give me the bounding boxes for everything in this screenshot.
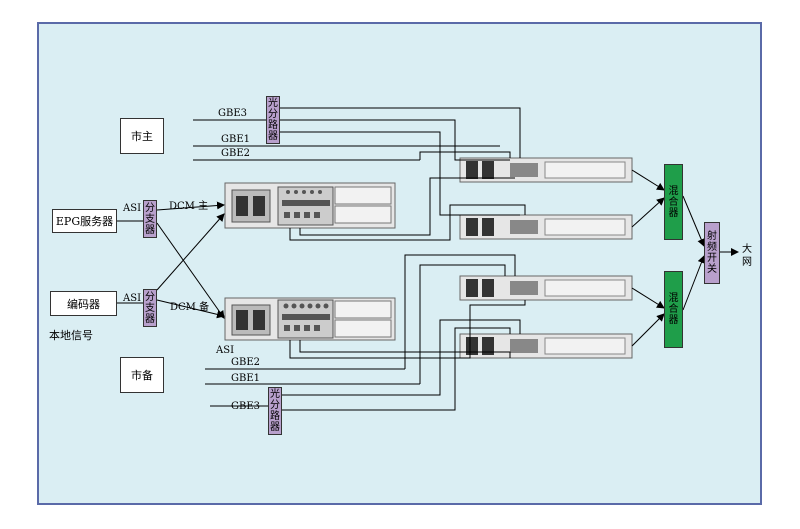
- rack-unit-1: [459, 157, 633, 183]
- char: 频: [707, 242, 717, 253]
- asi-splitter-top: 分 支 器: [143, 200, 157, 238]
- char: 合: [668, 196, 679, 208]
- char: 关: [707, 264, 717, 275]
- dcm-backup-device: [224, 297, 396, 341]
- shi-bei-box: 市备: [120, 357, 164, 393]
- asi-splitter-bottom: 分 支 器: [143, 289, 157, 327]
- char: 光: [270, 389, 280, 400]
- char: 混: [668, 185, 679, 197]
- char: 光: [268, 98, 278, 109]
- char: 路: [268, 120, 278, 131]
- combiner-bottom: 混 合 器: [664, 271, 683, 348]
- char: 支: [145, 302, 155, 314]
- output-label-1: 大: [742, 244, 752, 255]
- gbe1-top-label: GBE1: [221, 134, 250, 145]
- optical-splitter-bottom: 光 分 路 器: [268, 387, 282, 435]
- char: 器: [145, 313, 155, 325]
- gbe2-top-label: GBE2: [221, 148, 250, 159]
- combiner-top: 混 合 器: [664, 164, 683, 240]
- dcm-main-device: [224, 182, 396, 229]
- char: 路: [270, 411, 280, 422]
- char: 混: [668, 293, 679, 304]
- asi-label-1: ASI: [123, 203, 142, 214]
- rack-unit-3: [459, 275, 633, 301]
- char: 支: [145, 213, 155, 225]
- gbe3-top-label: GBE3: [218, 108, 247, 119]
- gbe2-bottom-label: GBE2: [231, 357, 260, 368]
- dcm-backup-label: DCM 备: [170, 302, 210, 313]
- char: 分: [145, 202, 155, 214]
- rf-switch: 射 频 开 关: [704, 222, 720, 284]
- output-label-2: 网: [742, 257, 752, 268]
- optical-splitter-top: 光 分 路 器: [266, 96, 280, 144]
- epg-server-box: EPG服务器: [52, 209, 117, 233]
- char: 合: [668, 304, 679, 315]
- char: 开: [707, 253, 717, 264]
- char: 器: [668, 315, 679, 326]
- encoder-box: 编码器: [50, 291, 117, 316]
- char: 器: [268, 131, 278, 142]
- rack-unit-2: [459, 214, 633, 240]
- char: 分: [268, 109, 278, 120]
- char: 射: [707, 231, 717, 242]
- char: 分: [145, 291, 155, 303]
- char: 器: [270, 422, 280, 433]
- shi-zhu-box: 市主: [120, 118, 164, 154]
- char: 分: [270, 400, 280, 411]
- asi-label-3: ASI: [216, 345, 235, 356]
- char: 器: [668, 207, 679, 219]
- rack-unit-4: [459, 333, 633, 359]
- char: 器: [145, 224, 155, 236]
- gbe3-bottom-label: GBE3: [231, 401, 260, 412]
- local-signal-label: 本地信号: [49, 329, 93, 342]
- gbe1-bottom-label: GBE1: [231, 373, 260, 384]
- dcm-main-label: DCM 主: [169, 201, 209, 212]
- diagram-panel: [37, 22, 762, 505]
- asi-label-2: ASI: [123, 293, 142, 304]
